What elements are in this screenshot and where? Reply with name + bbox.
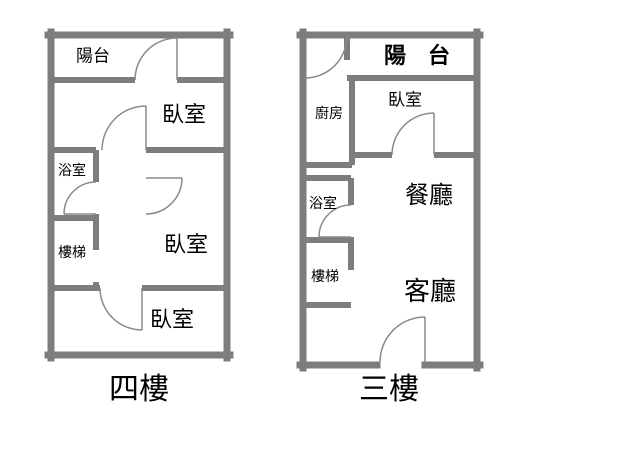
- floorplan-3f: [296, 28, 484, 372]
- room-label-bedroom-middle-4f: 臥室: [163, 232, 209, 257]
- room-label-bedroom-bottom-4f: 臥室: [149, 307, 195, 332]
- interior-walls-3f: [303, 32, 477, 308]
- outer-walls-3f: [296, 28, 484, 372]
- door-arcs-4f: [63, 37, 183, 331]
- room-label-balcony-4f: 陽台: [76, 46, 110, 66]
- floorplan-4f: [44, 28, 234, 362]
- room-label-kitchen-3f: 廚房: [315, 105, 343, 121]
- door-arcs-3f: [304, 35, 435, 363]
- room-label-stairs-4f: 樓梯: [58, 244, 86, 260]
- outer-walls-4f: [44, 28, 234, 362]
- room-label-dining-3f: 餐廳: [405, 182, 453, 209]
- room-label-bathroom-4f: 浴室: [58, 162, 86, 178]
- room-label-stairs-3f: 樓梯: [311, 268, 339, 284]
- room-label-bathroom-3f: 浴室: [309, 195, 337, 211]
- room-label-bedroom-top-4f: 臥室: [161, 102, 207, 127]
- room-label-bedroom-3f: 臥室: [388, 90, 422, 110]
- interior-walls-4f: [48, 77, 230, 291]
- room-label-balcony-3f: 陽 台: [383, 43, 459, 68]
- room-label-living-3f: 客廳: [403, 276, 457, 306]
- floor-title-4f: 四樓: [109, 373, 169, 406]
- floor-title-3f: 三樓: [359, 373, 419, 406]
